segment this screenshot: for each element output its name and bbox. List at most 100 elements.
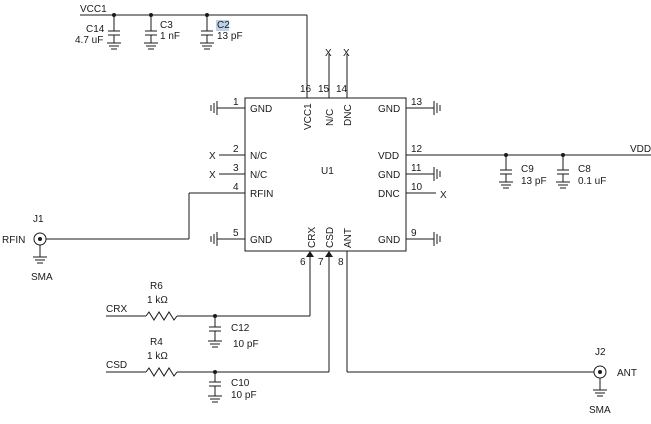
ground-symbol (107, 42, 121, 50)
c3-ref: C3 (160, 20, 173, 31)
pin-14-nc-mark: X (343, 48, 350, 59)
pin-3-nc-mark: X (209, 170, 216, 181)
ic-top-pins: 16 VCC1 X 15 N/C X 14 DNC (300, 48, 354, 130)
ground-symbol (499, 181, 513, 189)
vdd-net-label: VDD (630, 144, 651, 155)
c10-value: 10 pF (231, 390, 257, 401)
capacitor-c8: C8 0.1 uF (556, 155, 606, 189)
pin-2-nc-mark: X (209, 151, 216, 162)
pin-4-label: RFIN (250, 189, 273, 200)
ground-symbol (33, 256, 47, 264)
j1-ref: J1 (33, 214, 44, 225)
c12-value: 10 pF (233, 339, 259, 350)
pin-8-label: ANT (343, 228, 354, 248)
ant-net (346, 251, 594, 373)
r4-value: 1 kΩ (147, 351, 168, 362)
pin-14-label: DNC (343, 104, 354, 126)
resistor-r6: R6 1 kΩ (147, 281, 168, 306)
crx-net-label: CRX (106, 304, 127, 315)
ground-symbol (200, 42, 214, 50)
connector-j1: J1 RFIN SMA (2, 214, 53, 283)
ground-symbol (433, 167, 441, 181)
pin-8-number: 8 (338, 257, 344, 268)
pin-5-label: GND (250, 235, 272, 246)
pin-6-number: 6 (300, 257, 306, 268)
c3-value: 1 nF (160, 31, 180, 42)
c2-value: 13 pF (217, 31, 243, 42)
pin-9-number: 9 (411, 228, 417, 239)
resistor-r4-body (145, 367, 178, 377)
ground-symbol (433, 101, 441, 115)
ground-symbol (210, 232, 218, 246)
crx-net: CRX (106, 257, 311, 321)
vcc1-net-label: VCC1 (80, 4, 107, 15)
pin-3-number: 3 (233, 163, 239, 174)
csd-net: CSD (106, 257, 330, 377)
c12-ref: C12 (231, 323, 250, 334)
ant-net-label: ANT (617, 368, 637, 379)
c14-ref: C14 (86, 24, 105, 35)
pin-7-number: 7 (318, 257, 324, 268)
r6-value: 1 kΩ (147, 295, 168, 306)
r6-ref: R6 (150, 281, 163, 292)
pin-16-number: 16 (300, 84, 312, 95)
rfin-net (46, 193, 190, 240)
pin-15-number: 15 (318, 84, 330, 95)
ground-symbol (556, 181, 570, 189)
ground-symbol (208, 395, 222, 403)
capacitor-c10: C10 10 pF (208, 372, 257, 403)
c8-ref: C8 (578, 164, 591, 175)
pin-9-label: GND (378, 235, 400, 246)
ic-ref: U1 (321, 166, 334, 177)
pin-14-number: 14 (336, 84, 348, 95)
pin-12-number: 12 (411, 144, 423, 155)
resistor-r4: R4 1 kΩ (147, 337, 168, 362)
csd-net-label: CSD (106, 360, 127, 371)
pin-12-label: VDD (378, 151, 399, 162)
ground-symbol (144, 42, 158, 50)
pin-10-number: 10 (411, 182, 423, 193)
pin-1-number: 1 (233, 97, 239, 108)
pin-2-label: N/C (250, 151, 267, 162)
ground-symbol (433, 232, 441, 246)
j1-type: SMA (31, 272, 53, 283)
c10-ref: C10 (231, 378, 250, 389)
capacitor-c12: C12 10 pF (208, 316, 259, 350)
ic-bottom-pins: CRX CSD ANT 6 7 8 (300, 227, 354, 268)
j2-type: SMA (589, 405, 611, 416)
pin-4-number: 4 (233, 182, 239, 193)
pin-13-label: GND (378, 104, 400, 115)
capacitor-c9: C9 13 pF (499, 155, 547, 189)
r4-ref: R4 (150, 337, 163, 348)
j2-ref: J2 (595, 347, 606, 358)
c8-value: 0.1 uF (578, 176, 606, 187)
pin-15-nc-mark: X (325, 48, 332, 59)
pin-6-arrow (306, 251, 314, 257)
capacitor-c3: C3 1 nF (144, 15, 180, 50)
pin-7-arrow (325, 251, 333, 257)
ground-symbol (210, 101, 218, 115)
c9-ref: C9 (521, 164, 534, 175)
c9-value: 13 pF (521, 176, 547, 187)
connector-j2: J2 ANT SMA (589, 347, 637, 416)
selection-highlight (216, 20, 229, 31)
rfin-net-label: RFIN (2, 235, 25, 246)
ground-symbol (593, 389, 607, 397)
c2-ref: C2 (217, 20, 230, 31)
pin-2-number: 2 (233, 144, 239, 155)
pin-10-nc-mark: X (440, 190, 447, 201)
pin-10-label: DNC (378, 189, 400, 200)
c14-value: 4.7 uF (75, 35, 103, 46)
resistor-r6-body (145, 311, 178, 321)
pin-3-label: N/C (250, 170, 267, 181)
pin-15-label: N/C (325, 109, 336, 126)
pin-1-label: GND (250, 104, 272, 115)
pin-11-label: GND (378, 170, 400, 181)
pin-13-number: 13 (411, 97, 423, 108)
pin-16-label: VCC1 (303, 103, 314, 130)
ic-left-pins: 1 GND X 2 N/C X 3 N/C 4 RFIN 5 GND (189, 97, 273, 246)
capacitor-c14: C14 4.7 uF (75, 15, 121, 50)
pin-11-number: 11 (411, 163, 422, 174)
capacitor-c2: C2 13 pF (200, 15, 243, 50)
